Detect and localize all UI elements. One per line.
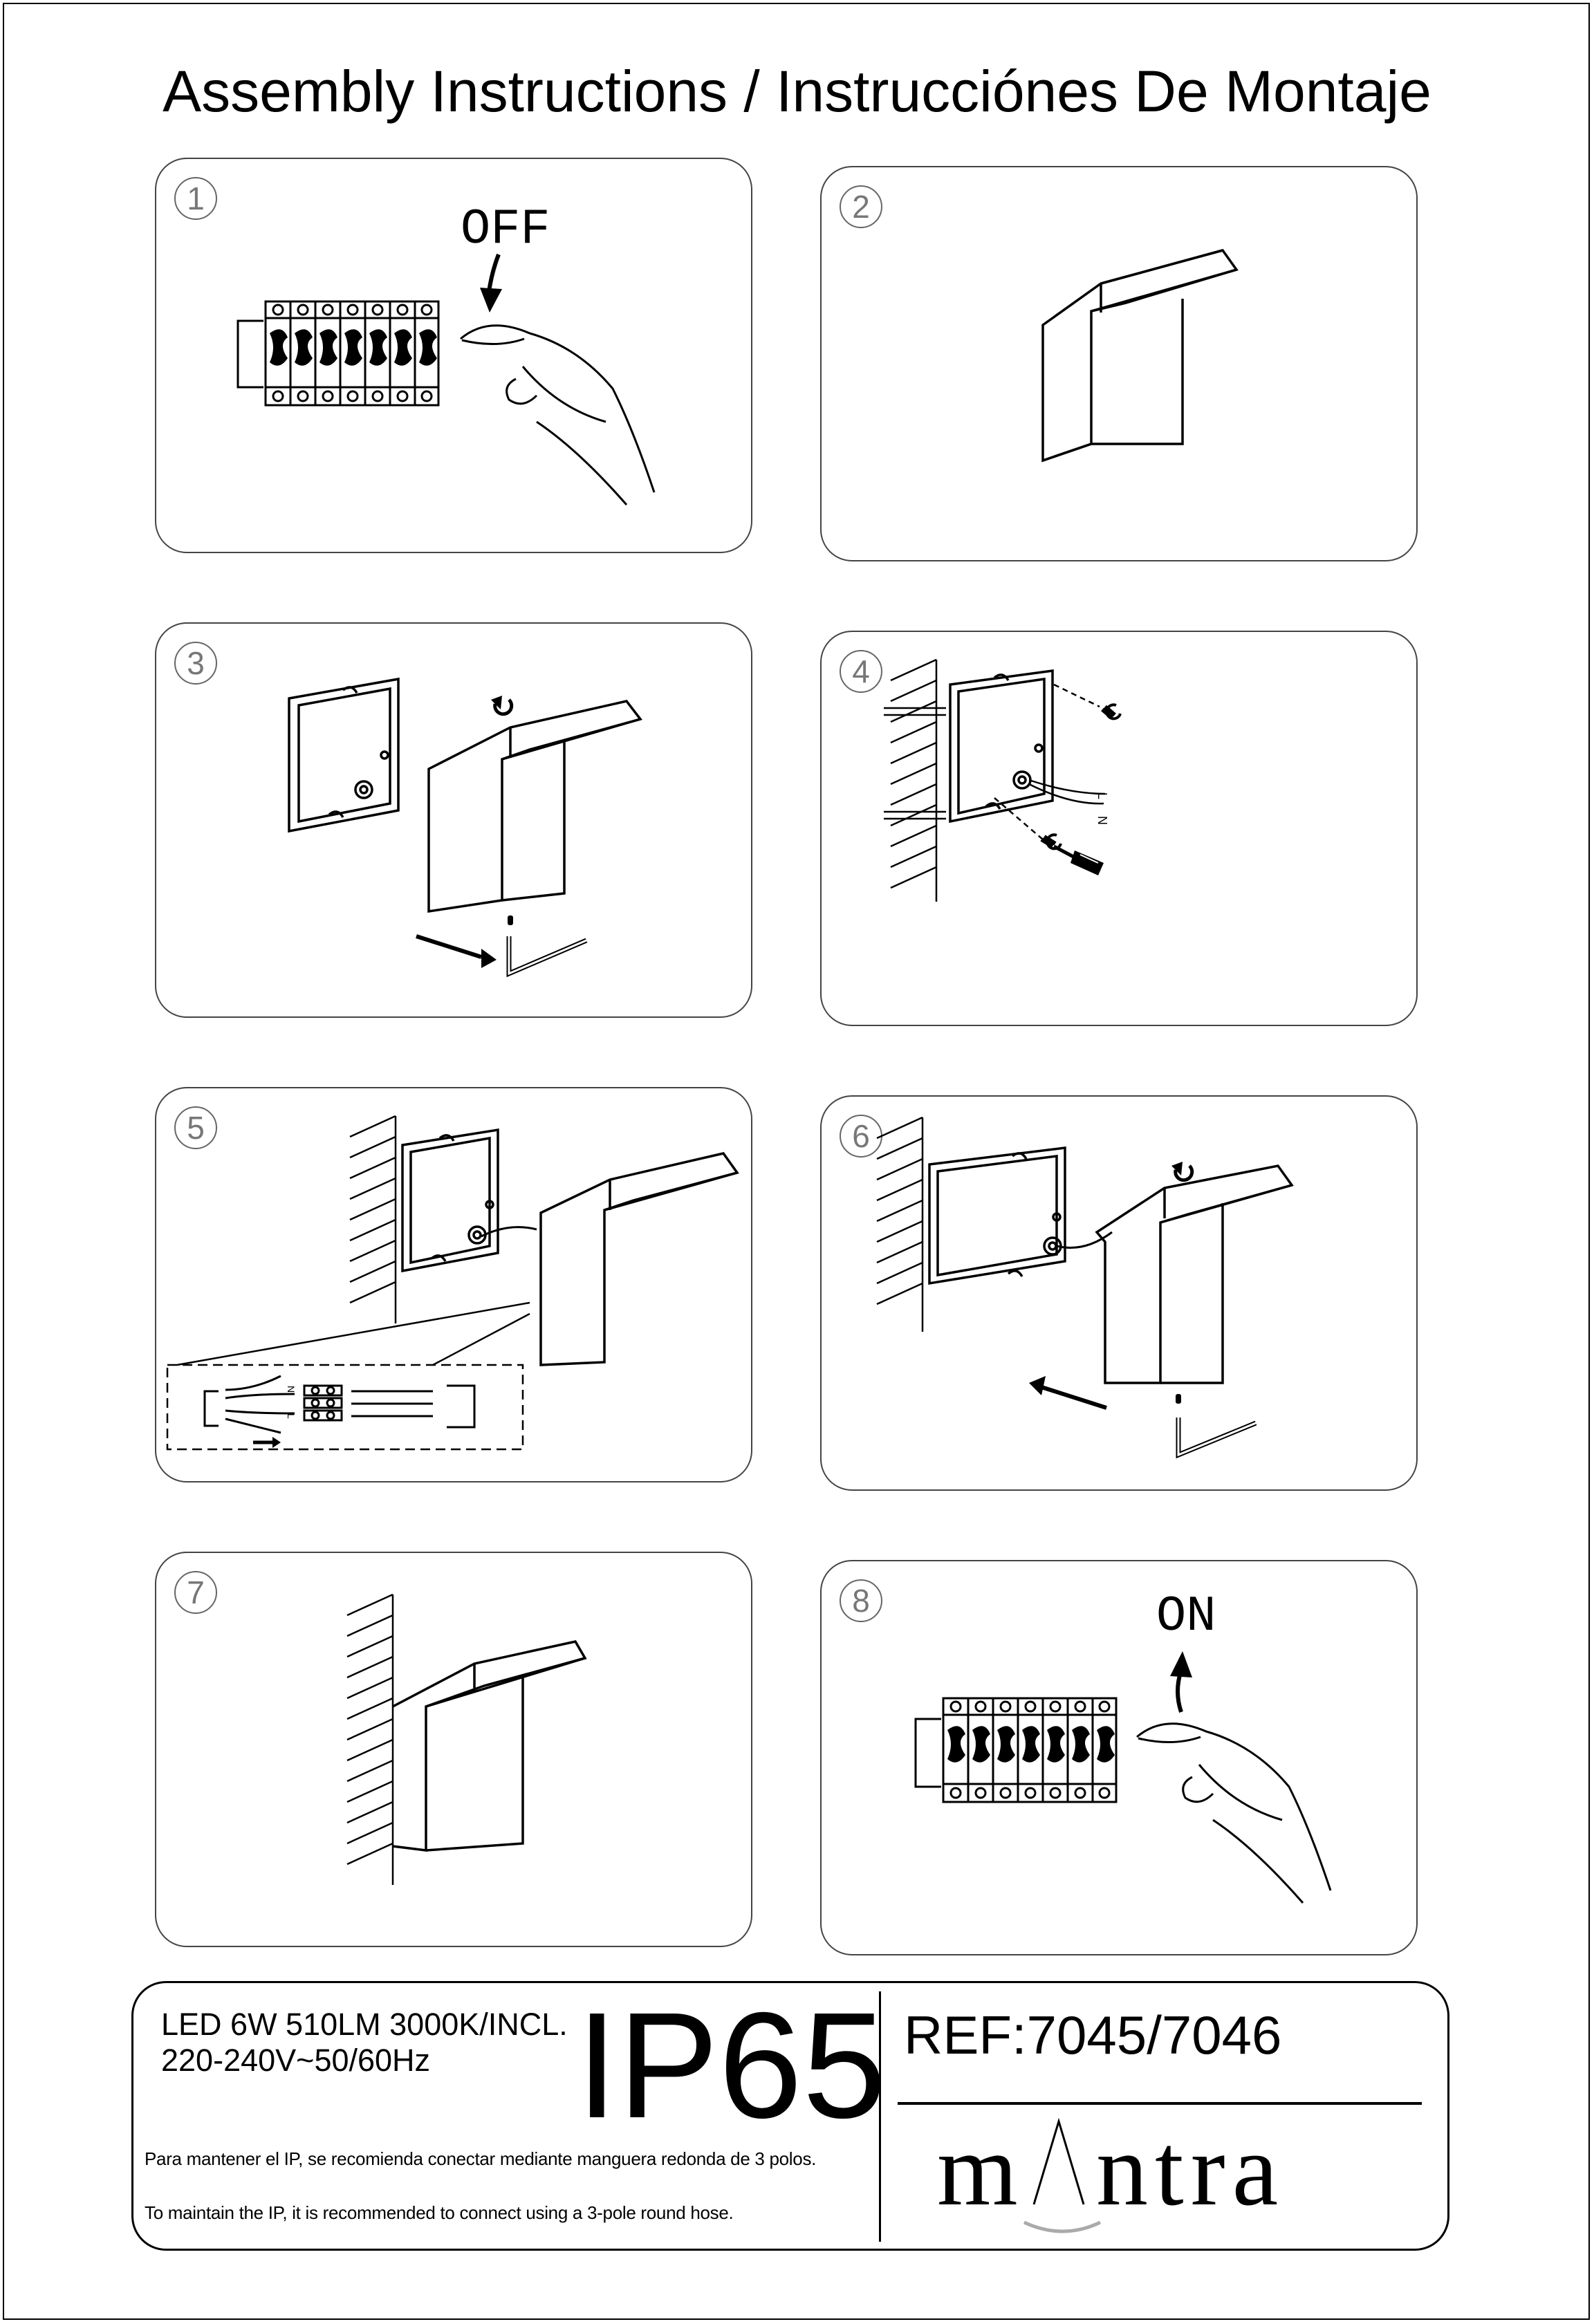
step-4-panel: 4 L N (820, 631, 1418, 1026)
footer-specs: LED 6W 510LM 3000K/INCL. 220-240V~50/60H… (131, 1981, 1449, 2251)
terminal-block-icon (203, 1375, 476, 1434)
step-2-panel: 2 (820, 166, 1418, 561)
step-6-panel: 6 (820, 1095, 1418, 1491)
wire-label-n: N (286, 1386, 297, 1393)
screw-icon (1176, 1394, 1181, 1404)
screw-icon (508, 915, 513, 925)
step-number: 7 (174, 1571, 217, 1614)
reference-number: REF:7045/7046 (904, 2005, 1282, 2065)
wire-label-n: N (1095, 816, 1109, 825)
step-5-panel: 5 (155, 1087, 752, 1482)
off-label: OFF (461, 201, 550, 258)
step-number: 4 (840, 650, 882, 693)
mounting-plate-icon (401, 1128, 499, 1273)
step-1-panel: 1 OFF (155, 158, 752, 553)
arrow-icon (1041, 1385, 1107, 1410)
wall-hatch-icon (346, 1593, 394, 1885)
note-spanish: Para mantener el IP, se recomienda conec… (145, 2148, 817, 2169)
divider-vertical (879, 1991, 881, 2242)
circuit-breaker-icon (914, 1651, 1332, 1904)
step-number: 5 (174, 1106, 217, 1149)
screwdriver-icon (1053, 844, 1104, 875)
rotate-icon (493, 698, 514, 716)
svg-text:m: m (937, 2112, 1025, 2227)
wall-hatch-icon (876, 1116, 924, 1332)
divider-horizontal (898, 2102, 1422, 2105)
step-3-panel: 3 (155, 622, 752, 1018)
step-8-panel: 8 ON (820, 1560, 1418, 1955)
page-frame (3, 3, 1590, 2320)
hand-icon (1136, 1722, 1332, 1904)
ip-rating: IP65 (576, 1982, 887, 2150)
spec-power: LED 6W 510LM 3000K/INCL. (161, 2007, 568, 2042)
step-number: 8 (840, 1579, 882, 1622)
lamp-icon (427, 700, 642, 913)
hand-icon (460, 324, 656, 505)
lamp-icon (392, 1640, 587, 1852)
mounting-plate-icon (288, 677, 400, 833)
rotate-icon (1174, 1164, 1194, 1182)
circuit-breaker-icon (237, 253, 656, 505)
note-english: To maintain the IP, it is recommended to… (145, 2202, 734, 2223)
mounting-plate-icon (949, 669, 1054, 824)
page-title: Assembly Instructions / Instrucciónes De… (163, 59, 1431, 124)
wall-hatch-icon (890, 658, 938, 902)
on-label: ON (1156, 1588, 1216, 1645)
lamp-icon (1095, 1164, 1294, 1384)
wire-label-l: L (286, 1413, 297, 1419)
mounting-plate-icon (928, 1146, 1066, 1285)
step-number: 3 (174, 642, 217, 685)
step-number: 2 (840, 185, 882, 228)
lamp-icon (1041, 248, 1239, 463)
wire-label-l: L (1095, 792, 1109, 799)
spec-voltage: 220-240V~50/60Hz (161, 2043, 431, 2078)
lamp-icon (539, 1152, 739, 1366)
arrow-icon (416, 934, 482, 959)
brand-logo: m ntra (937, 2112, 1285, 2233)
wall-hatch-icon (349, 1115, 397, 1323)
step-number: 1 (174, 177, 217, 220)
step-7-panel: 7 (155, 1552, 752, 1947)
svg-text:ntra: ntra (1096, 2112, 1285, 2227)
